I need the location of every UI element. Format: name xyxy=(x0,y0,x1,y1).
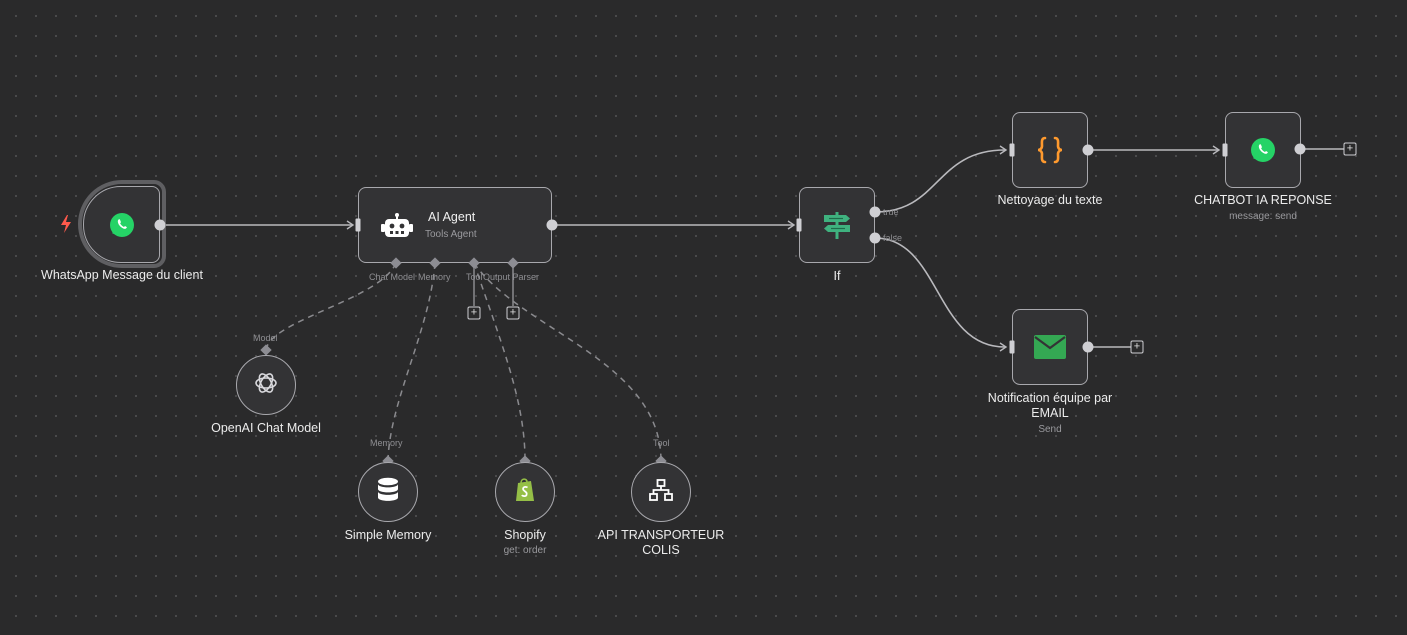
database-icon xyxy=(377,477,399,508)
shopify-node[interactable] xyxy=(495,462,555,522)
if-false-label: false xyxy=(883,233,903,243)
notification-add-button[interactable]: + xyxy=(1130,340,1144,354)
if-node[interactable] xyxy=(799,187,875,263)
openai-connector-label: Model xyxy=(253,333,278,343)
if-label: If xyxy=(833,269,841,283)
ai-agent-output-port[interactable] xyxy=(546,219,558,231)
ai-agent-title: AI Agent xyxy=(428,210,476,224)
simple-memory-node[interactable] xyxy=(358,462,418,522)
nettoyage-input-port[interactable] xyxy=(1009,143,1015,157)
notification-sublabel: Send xyxy=(1038,424,1062,435)
add-output-parser-button[interactable]: + xyxy=(506,306,520,320)
memory-connector-label: Memory xyxy=(370,438,403,448)
signpost-icon xyxy=(821,210,853,240)
chatbot-input-port[interactable] xyxy=(1222,143,1228,157)
if-true-label: true xyxy=(883,207,899,217)
chatbot-label: CHATBOT IA REPONSE xyxy=(1194,193,1332,207)
nettoyage-label: Nettoyage du texte xyxy=(997,193,1103,207)
chatbot-sublabel: message: send xyxy=(1229,211,1297,222)
wire-if-true-to-nettoyage xyxy=(874,149,1006,213)
if-true-port[interactable] xyxy=(869,206,881,218)
connector-label-memory: Memory xyxy=(418,272,451,282)
openai-label: OpenAI Chat Model xyxy=(211,421,321,435)
wire-memory xyxy=(387,262,436,461)
chatbot-output-port[interactable] xyxy=(1294,143,1306,155)
connector-label-tool: Tool xyxy=(466,272,483,282)
envelope-icon xyxy=(1034,335,1066,359)
whatsapp-icon xyxy=(1249,136,1277,164)
chatbot-add-button[interactable]: + xyxy=(1343,142,1357,156)
notification-node[interactable] xyxy=(1012,309,1088,385)
openai-chat-model-node[interactable] xyxy=(236,355,296,415)
whatsapp-icon xyxy=(108,211,136,239)
chatbot-node[interactable] xyxy=(1225,112,1301,188)
ai-agent-input-port[interactable] xyxy=(355,218,361,232)
add-tool-button[interactable]: + xyxy=(467,306,481,320)
connector-label-output-parser: Output Parser xyxy=(483,272,540,282)
shopify-sublabel: get: order xyxy=(503,545,547,556)
wire-tool-shopify xyxy=(473,262,526,461)
notification-label: Notification équipe par EMAIL xyxy=(987,391,1113,420)
notification-output-port[interactable] xyxy=(1082,341,1094,353)
code-braces-icon xyxy=(1035,135,1065,165)
robot-icon xyxy=(381,213,413,246)
notification-input-port[interactable] xyxy=(1009,340,1015,354)
whatsapp-trigger-node[interactable] xyxy=(83,186,160,263)
api-transporteur-node[interactable] xyxy=(631,462,691,522)
api-connector-label: Tool xyxy=(653,438,670,448)
if-false-port[interactable] xyxy=(869,232,881,244)
network-icon xyxy=(649,478,673,506)
shopify-icon xyxy=(514,477,536,508)
trigger-bolt-icon xyxy=(58,214,74,239)
ai-agent-node[interactable]: AI Agent Tools Agent xyxy=(358,187,552,263)
api-transporteur-label: API TRANSPORTEUR COLIS xyxy=(597,528,725,557)
nettoyage-output-port[interactable] xyxy=(1082,144,1094,156)
trigger-output-port[interactable] xyxy=(154,219,166,231)
wire-tool-api xyxy=(473,262,662,461)
connector-label-chat-model: Chat Model xyxy=(369,272,416,282)
shopify-label: Shopify xyxy=(504,528,546,542)
wire-if-false-to-notification xyxy=(874,237,1006,348)
ai-agent-subtitle: Tools Agent xyxy=(425,229,477,240)
simple-memory-label: Simple Memory xyxy=(344,528,432,542)
wire-model xyxy=(265,262,397,351)
if-input-port[interactable] xyxy=(796,218,802,232)
openai-icon xyxy=(253,370,279,401)
whatsapp-trigger-label: WhatsApp Message du client xyxy=(41,268,203,282)
nettoyage-node[interactable] xyxy=(1012,112,1088,188)
